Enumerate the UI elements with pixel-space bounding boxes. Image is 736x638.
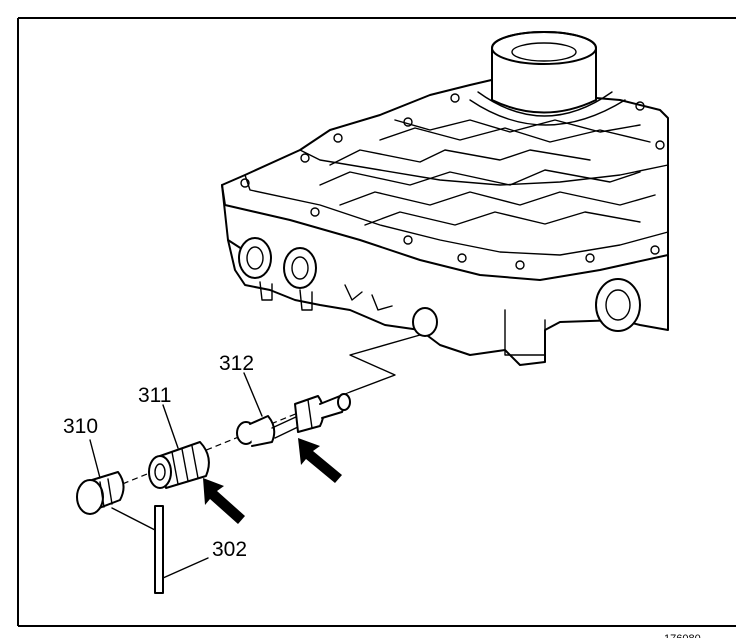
valve-body-housing (221, 31, 669, 366)
part-311-sleeve (148, 441, 210, 489)
part-302-retainer-pin (154, 505, 164, 594)
figure-frame (17, 17, 736, 627)
part-310-plug (76, 471, 125, 515)
valve-bores (238, 237, 641, 356)
arrow-icon (298, 438, 342, 483)
bore-leader-zigzag (349, 334, 421, 393)
callout-312: 312 (219, 352, 254, 375)
callout-310: 310 (63, 415, 98, 438)
callout-302: 302 (212, 538, 247, 561)
callout-leaders (89, 372, 263, 579)
bolt-holes (240, 93, 665, 270)
figure-number: 176080 (664, 633, 701, 638)
part-312-valve (236, 393, 351, 447)
callout-311: 311 (138, 384, 171, 407)
arrow-icon (203, 478, 245, 524)
assembly-centerline (94, 391, 351, 496)
